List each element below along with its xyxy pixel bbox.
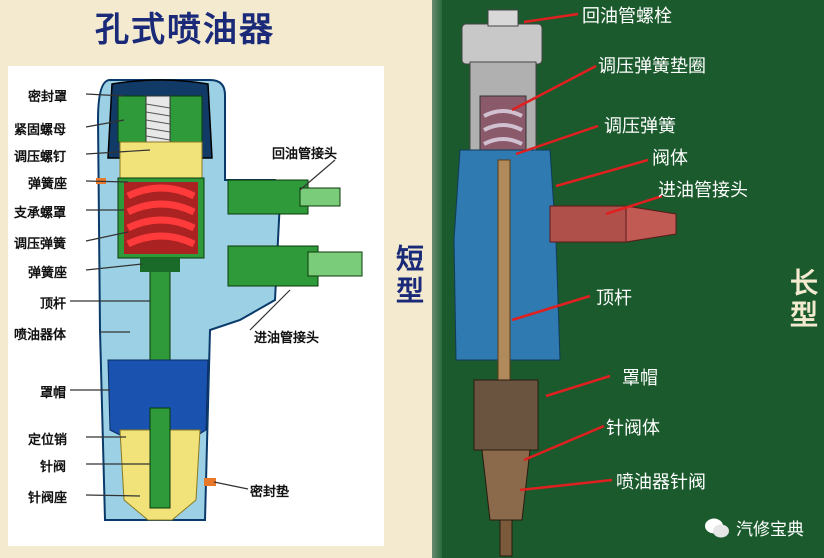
label-lock-nut: 紧固螺母	[14, 119, 66, 138]
spring-seat-bottom-shape	[140, 258, 180, 272]
label-cap-nut: 罩帽	[40, 382, 66, 401]
label-return-fitting: 回油管接头	[272, 143, 337, 162]
long-type-label: 长型	[782, 268, 822, 332]
label-locating-pin: 定位销	[28, 429, 67, 448]
needle-valve-shape	[150, 408, 170, 508]
label-push-rod: 顶杆	[40, 293, 66, 312]
label-return-bolt: 回油管螺栓	[582, 2, 672, 28]
label-spring-washer: 调压弹簧垫圈	[598, 52, 706, 78]
wechat-icon	[704, 517, 730, 539]
inlet-fitting-shape	[228, 246, 362, 286]
short-type-label: 短型	[388, 244, 428, 308]
label-injector-needle: 喷油器针阀	[616, 468, 706, 494]
watermark-text: 汽修宝典	[736, 515, 804, 540]
label-right-inlet-fitting: 进油管接头	[658, 176, 748, 202]
return-fitting-shape	[228, 180, 340, 214]
label-spring-seat-top: 弹簧座	[28, 173, 67, 192]
label-needle-seat: 针阀座	[28, 487, 67, 506]
label-adjust-screw: 调压螺钉	[14, 146, 66, 165]
label-valve-body: 阀体	[652, 144, 688, 170]
label-seal-gasket: 密封垫	[250, 481, 289, 500]
label-right-adjust-spring: 调压弹簧	[604, 112, 676, 138]
label-inlet-fitting: 进油管接头	[254, 327, 319, 346]
watermark: 汽修宝典	[704, 515, 804, 540]
label-support-cap: 支承螺罩	[14, 202, 66, 221]
label-spring-seat-bottom: 弹簧座	[28, 262, 67, 281]
label-needle-body: 针阀体	[606, 414, 660, 440]
label-right-cap-nut: 罩帽	[622, 364, 658, 390]
label-right-push-rod: 顶杆	[596, 284, 632, 310]
label-adjust-spring: 调压弹簧	[14, 233, 66, 252]
label-injector-body: 喷油器体	[14, 324, 66, 343]
upper-body-yellow	[120, 142, 202, 182]
label-seal-cover: 密封罩	[28, 86, 67, 105]
label-needle-valve: 针阀	[40, 456, 66, 475]
